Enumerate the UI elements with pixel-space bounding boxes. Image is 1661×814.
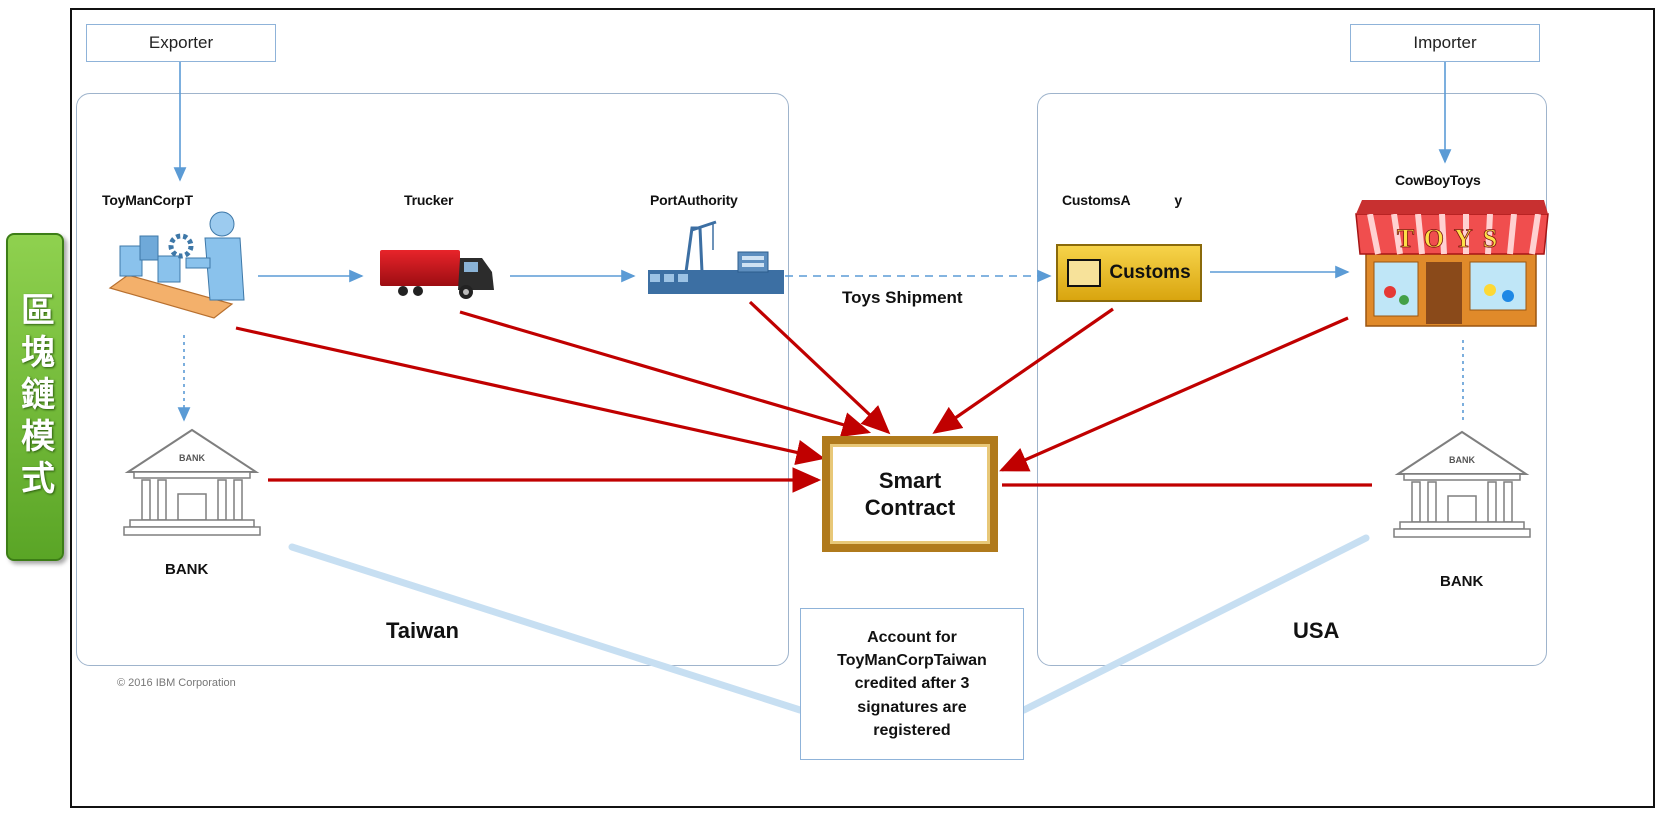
account-note: Account for ToyManCorpTaiwan credited af…	[800, 608, 1024, 760]
smart-contract-label: Smart Contract	[830, 444, 990, 544]
importer-box: Importer	[1350, 24, 1540, 62]
region-usa-label: USA	[1293, 618, 1340, 643]
shipment-label: Toys Shipment	[842, 288, 963, 307]
port-crane-icon	[648, 220, 784, 294]
node-port-authority: PortAuthority	[650, 192, 738, 208]
bank-left-label: BANK	[165, 561, 209, 578]
toy-store-icon: TOYS	[1355, 200, 1549, 327]
truck-icon	[380, 250, 494, 299]
bank-sign-right: BANK	[1449, 455, 1475, 465]
bank-left-icon: BANK	[123, 428, 261, 536]
node-trucker: Trucker	[404, 192, 454, 208]
customs-badge: Customs	[1056, 244, 1202, 302]
blockchain-mode-label: 區塊鏈模式	[14, 292, 55, 502]
node-customs-authority-tail: y	[1174, 192, 1183, 208]
node-toymancorp: ToyManCorpT	[102, 192, 193, 208]
node-customs-authority: CustomsA y	[1062, 192, 1182, 208]
toys-sign: TOYS	[1397, 224, 1507, 253]
customs-officer-icon	[1067, 259, 1102, 287]
copyright: © 2016 IBM Corporation	[117, 677, 236, 689]
blockchain-mode-tag: 區塊鏈模式	[6, 233, 64, 561]
smart-contract: Smart Contract	[822, 436, 998, 552]
bank-right-icon: BANK	[1393, 430, 1531, 538]
exporter-box: Exporter	[86, 24, 276, 62]
importer-label: Importer	[1413, 33, 1477, 52]
region-taiwan-label: Taiwan	[386, 618, 459, 643]
region-taiwan	[76, 93, 789, 666]
factory-worker-icon	[108, 211, 245, 319]
customs-badge-label: Customs	[1109, 262, 1191, 283]
region-usa	[1037, 93, 1547, 666]
bank-right-label: BANK	[1440, 573, 1484, 590]
node-customs-authority-text: CustomsA	[1062, 192, 1131, 208]
exporter-label: Exporter	[148, 33, 214, 52]
account-note-text: Account for ToyManCorpTaiwan credited af…	[837, 629, 987, 739]
bank-sign-left: BANK	[179, 453, 205, 463]
node-cowboytoys: CowBoyToys	[1395, 172, 1481, 188]
